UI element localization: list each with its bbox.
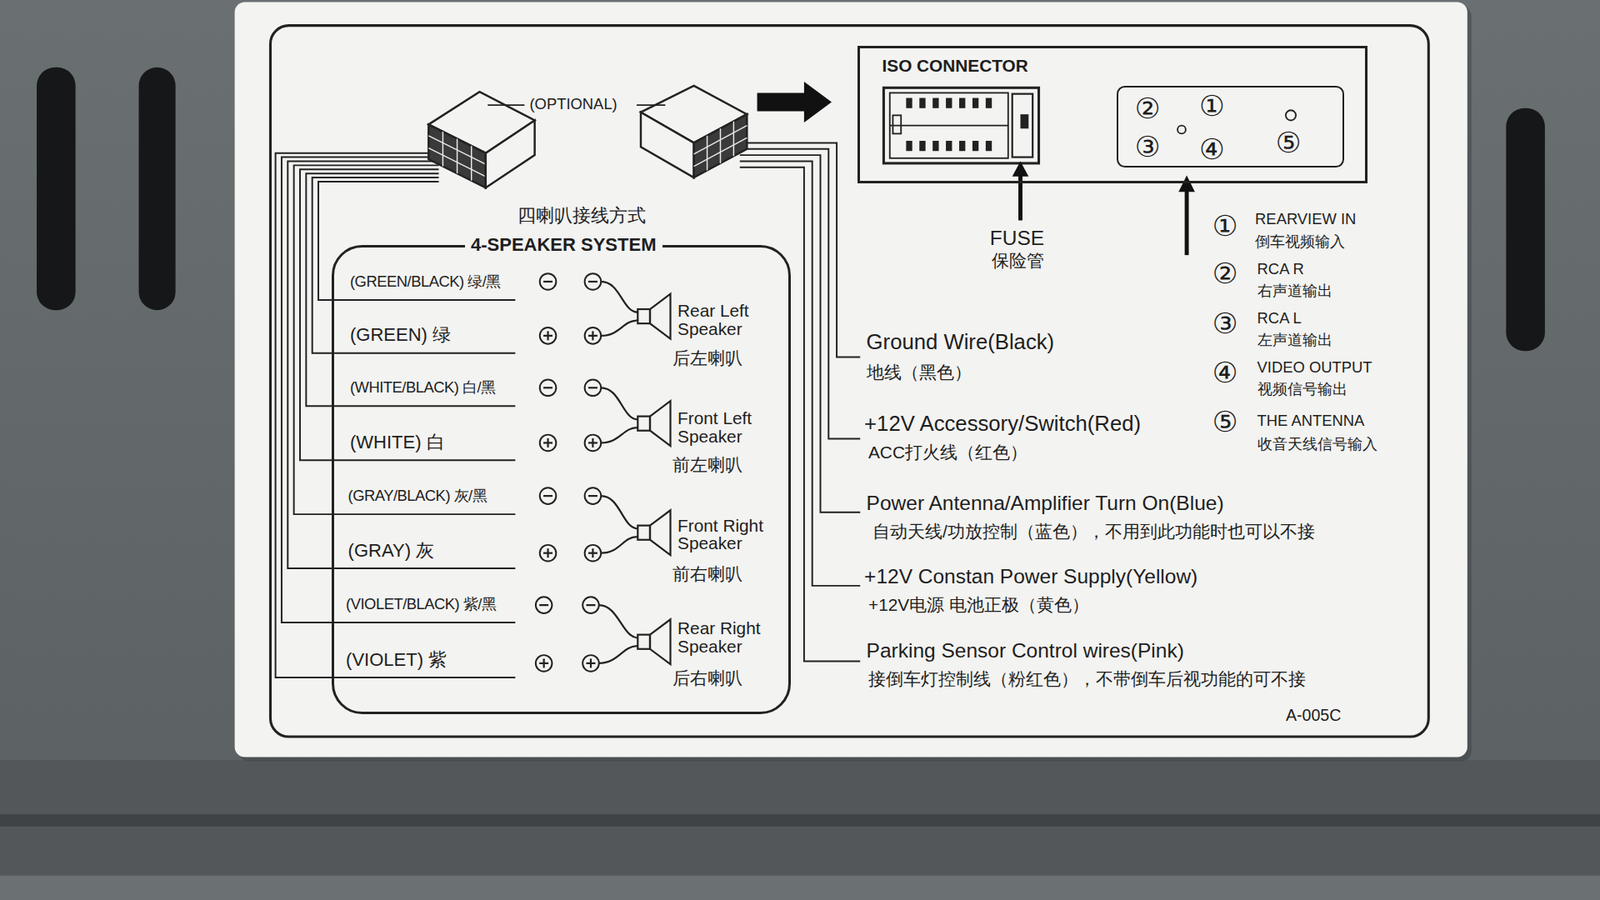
- wire-color: (WHITE) 白: [350, 431, 445, 453]
- callout-number: ⑤: [1275, 128, 1302, 157]
- wire-color: (WHITE/BLACK) 白/黑: [350, 378, 496, 396]
- port-name: VIDEO OUTPUT: [1257, 358, 1373, 376]
- wire-function: Ground Wire(Black): [866, 330, 1055, 355]
- wire-color: (GREEN) 绿: [350, 324, 451, 345]
- model-code: A-005C: [1285, 705, 1341, 725]
- callout-number: ④: [1212, 358, 1239, 387]
- wire-function: Parking Sensor Control wires(Pink): [866, 639, 1185, 663]
- heading-text: 四喇叭接线方式: [517, 205, 646, 226]
- wire-color: (GRAY/BLACK) 灰/黑: [348, 486, 488, 505]
- speaker-name: 前右喇叭: [672, 564, 743, 585]
- callout-number: ③: [1135, 132, 1161, 161]
- port-name: 视频信号输出: [1257, 380, 1348, 398]
- port-name: REARVIEW IN: [1255, 210, 1356, 228]
- wire-color: (VIOLET) 紫: [345, 649, 447, 670]
- wire-function: +12V Accessory/Switch(Red): [864, 411, 1141, 437]
- wire-color: (GRAY) 灰: [348, 540, 435, 561]
- callout-number: ②: [1135, 94, 1161, 123]
- speaker-name: Rear Left Speaker: [677, 301, 780, 339]
- wire-function: 地线（黑色）: [866, 362, 972, 383]
- callout-number: ⑤: [1212, 407, 1239, 436]
- box-title: ISO CONNECTOR: [881, 55, 1028, 76]
- fuse-label: 保险管: [991, 250, 1045, 271]
- wire-function: 自动天线/功放控制（蓝色），不用到此功能时也可以不接: [872, 521, 1315, 542]
- port-name: 左声道输出: [1257, 330, 1333, 349]
- speaker-name: Front Left Speaker: [677, 409, 780, 446]
- wire-color: (VIOLET/BLACK) 紫/黑: [345, 595, 496, 613]
- speaker-name: 前左喇叭: [672, 455, 743, 475]
- port-name: RCA R: [1257, 260, 1305, 278]
- port-name: RCA L: [1257, 309, 1302, 327]
- port-name: THE ANTENNA: [1257, 411, 1365, 430]
- wire-function: 接倒车灯控制线（粉红色），不带倒车后视功能的可不接: [868, 669, 1306, 690]
- box-title: 4-SPEAKER SYSTEM: [465, 234, 663, 255]
- speaker-name: 后左喇叭: [672, 348, 743, 369]
- callout-number: ①: [1212, 211, 1239, 240]
- fuse-label: FUSE: [990, 226, 1045, 250]
- rca-panel: ② ① ③ ④ ⑤: [1116, 85, 1345, 168]
- speaker-name: Front Right Speaker: [677, 516, 780, 554]
- port-name: 右声道输出: [1257, 281, 1333, 300]
- connector-box: ISO CONNECTOR ② ① ③ ④ ⑤: [857, 45, 1368, 184]
- callout-number: ④: [1199, 135, 1225, 164]
- callout-number: ①: [1199, 91, 1225, 120]
- wire-function: +12V电源 电池正极（黄色）: [868, 595, 1090, 615]
- port-name: 倒车视频输入: [1255, 232, 1345, 250]
- callout-number: ②: [1212, 259, 1239, 288]
- callout-number: ③: [1212, 309, 1239, 338]
- wire-function: Power Antenna/Amplifier Turn On(Blue): [866, 491, 1225, 515]
- port-name: 收音天线信号输入: [1257, 435, 1378, 453]
- wire-function: ACC打火线（红色）: [868, 442, 1028, 463]
- wire-function: +12V Constan Power Supply(Yellow): [864, 565, 1198, 589]
- wire-color: (GREEN/BLACK) 绿/黑: [350, 272, 501, 290]
- speaker-name: Rear Right Speaker: [677, 619, 780, 656]
- speaker-name: 后右喇叭: [672, 668, 743, 689]
- optional-note: (OPTIONAL): [530, 95, 618, 113]
